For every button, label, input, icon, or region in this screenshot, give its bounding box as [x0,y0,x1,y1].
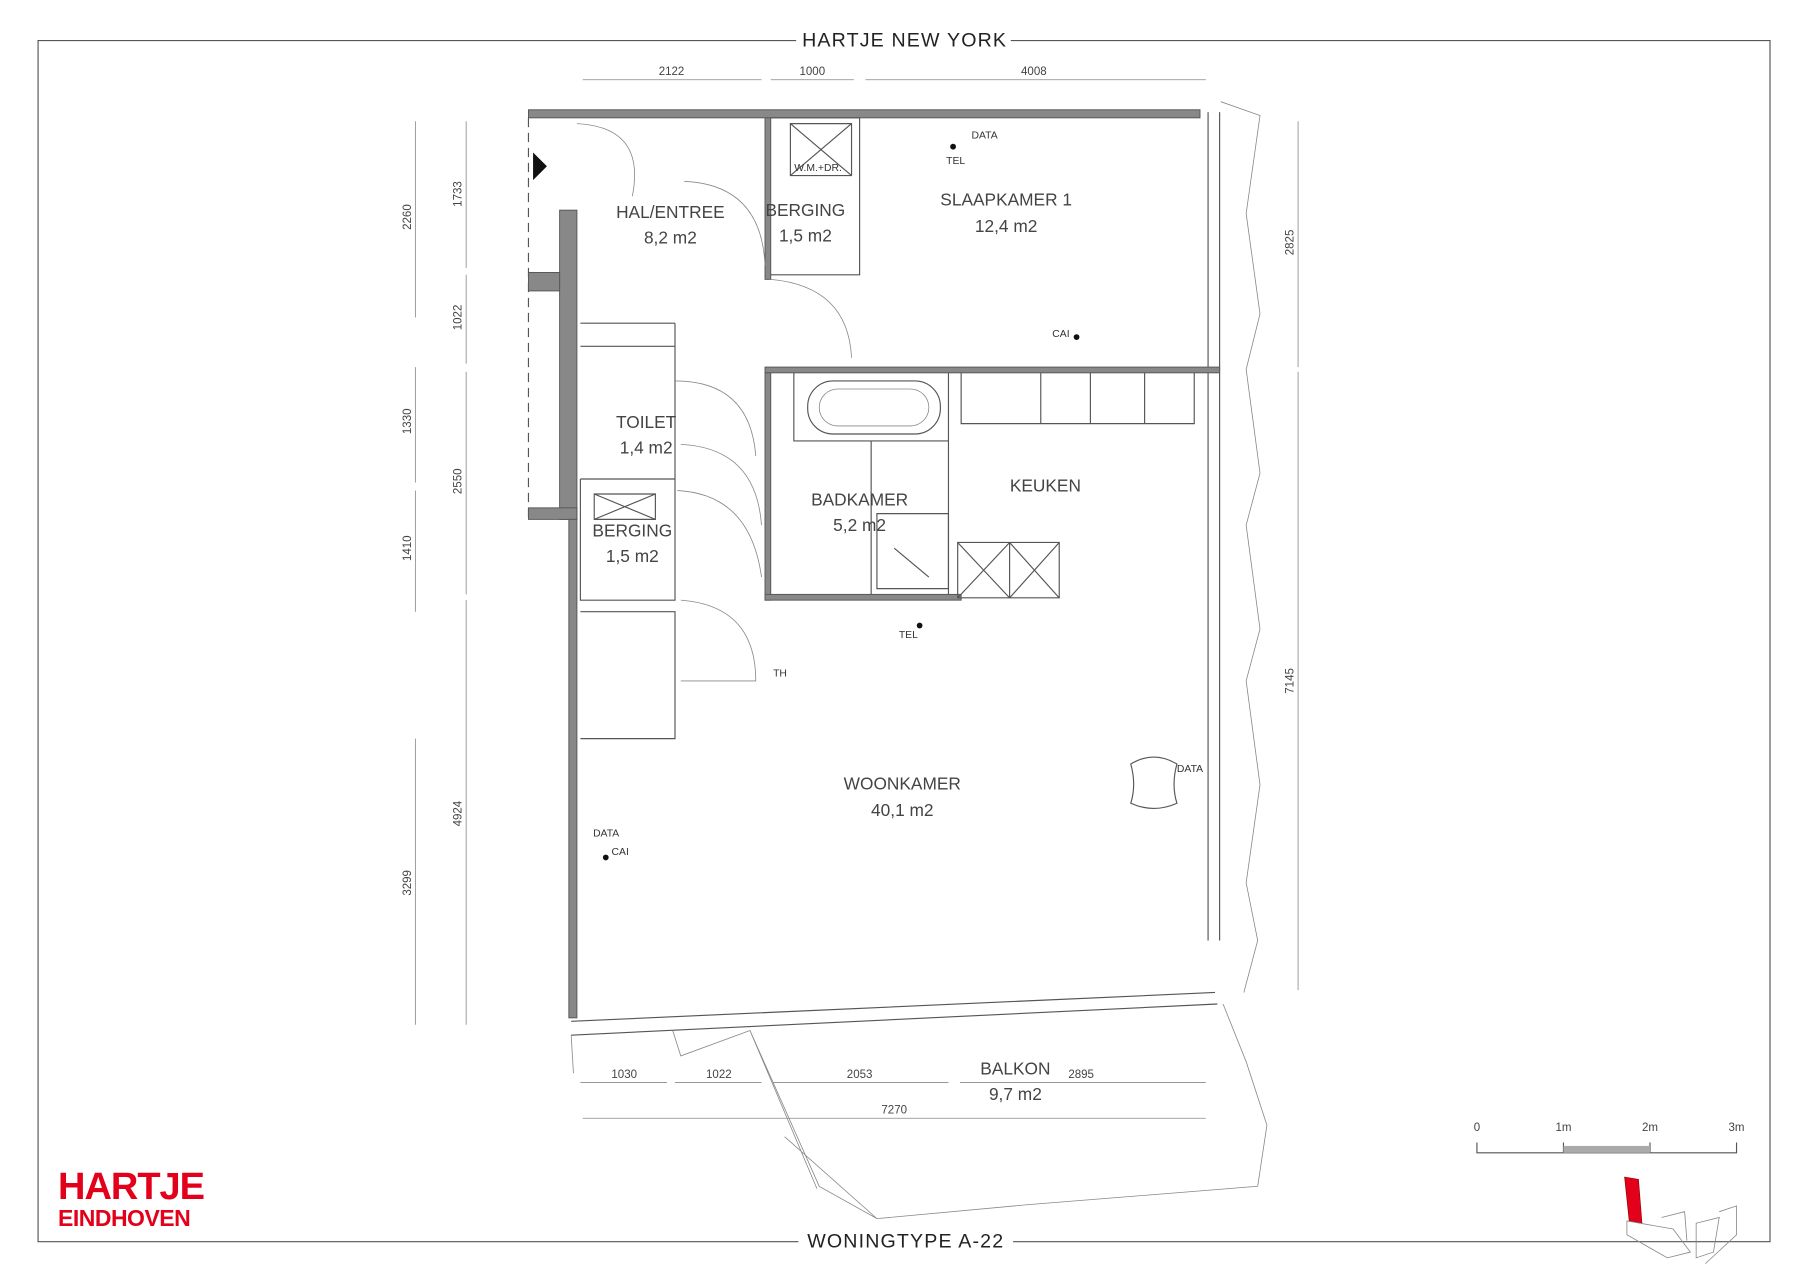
dim-label: 2550 [453,468,465,494]
tel-label: TEL [899,630,918,641]
room-name: SLAAPKAMER 1 [940,190,1072,210]
room-area: 5,2 m2 [833,515,886,535]
scale-label: 0 [1474,1122,1480,1134]
room-area: 1,5 m2 [779,225,832,245]
room-name: BERGING [592,521,672,541]
building-location-icon [1624,1176,1737,1264]
dim-label: 1410 [402,535,414,561]
walls [527,109,1221,1036]
room-name: KEUKEN [1010,476,1081,496]
room-labels: HAL/ENTREE 8,2 m2 BERGING 1,5 m2 SLAAPKA… [592,190,1081,1104]
room-name: HAL/ENTREE [616,202,725,222]
balcony-outline [570,1003,1268,1220]
room-name: BADKAMER [811,490,908,510]
room-name: WOONKAMER [844,773,961,793]
dim-label: 1022 [706,1069,732,1081]
dim-label: 1733 [453,181,465,207]
dim-label: 4924 [453,800,465,826]
room-area: 1,4 m2 [620,438,673,458]
dim-label: 7270 [881,1105,907,1117]
room-area: 8,2 m2 [644,228,697,248]
cai-label: CAI [612,847,629,858]
dim-label: 1330 [402,408,414,434]
dim-label: 2825 [1284,230,1296,256]
dimension-lines [414,79,1299,1119]
door-swings [576,123,852,682]
dim-label: 2260 [402,204,414,230]
dim-label: 1030 [611,1069,637,1081]
cai-label: CAI [1052,329,1069,340]
dim-label: 1022 [453,305,465,331]
room-area: 9,7 m2 [989,1084,1042,1104]
logo-line-1: HARTJE [58,1166,205,1208]
scale-label: 1m [1555,1122,1571,1134]
dim-label: 2122 [659,66,685,78]
logo-line-2: EINDHOVEN [58,1205,191,1231]
room-name: BERGING [765,200,845,220]
dim-label: 1000 [799,66,825,78]
dim-label: 7145 [1284,668,1296,694]
scale-bar: 0 1m 2m 3m [1474,1122,1745,1154]
installation-annotations: W.M.+DR. DATA TEL CAI TEL TH DATA DATA C… [593,131,1203,861]
data-label: DATA [593,829,619,840]
entrance-arrow-icon [533,152,547,181]
dimension-labels: 2122 1000 4008 1030 1022 2053 2895 7270 … [402,66,1297,1116]
dim-label: 3299 [402,870,414,896]
wm-label: W.M.+DR. [794,163,842,174]
th-label: TH [773,668,787,679]
scale-label: 2m [1642,1122,1658,1134]
dim-label: 2895 [1068,1069,1094,1081]
dim-label: 4008 [1021,66,1047,78]
dim-label: 2053 [847,1069,873,1081]
frame: HARTJE NEW YORK WONINGTYPE A-22 [37,29,1771,1252]
data-label: DATA [972,131,998,142]
footer-title: WONINGTYPE A-22 [807,1230,1004,1252]
room-area: 1,5 m2 [606,546,659,566]
room-name: TOILET [616,412,677,432]
room-area: 12,4 m2 [975,216,1038,236]
tel-label: TEL [946,156,965,167]
scale-label: 3m [1729,1122,1745,1134]
room-name: BALKON [980,1058,1050,1078]
room-area: 40,1 m2 [871,800,934,820]
hartje-eindhoven-logo: HARTJE EINDHOVEN [58,1166,205,1231]
header-title: HARTJE NEW YORK [802,29,1007,51]
data-label: DATA [1177,764,1203,775]
facade-outline [1220,101,1261,993]
